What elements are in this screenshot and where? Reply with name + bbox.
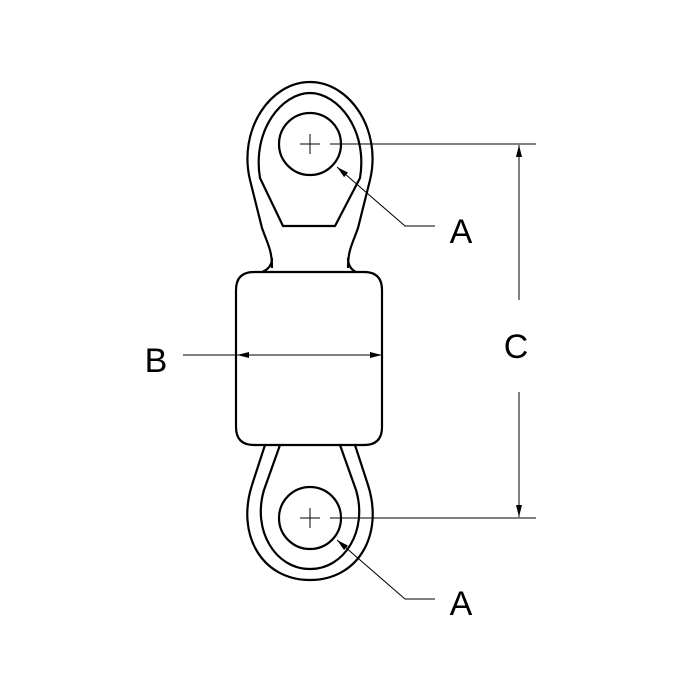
label-b: B [145,342,168,380]
label-a-top: A [450,213,473,251]
swivel-body [234,270,384,447]
dimension-b: B [145,342,382,380]
dimension-c: C [330,143,536,519]
leader-a-top: A [336,166,473,251]
bottom-center-mark [300,508,320,528]
label-a-bottom: A [450,585,473,623]
top-eye [246,80,374,269]
top-center-mark [300,134,320,154]
bottom-eye [246,444,374,582]
leader-a-bottom: A [336,539,473,623]
label-c: C [504,328,529,366]
